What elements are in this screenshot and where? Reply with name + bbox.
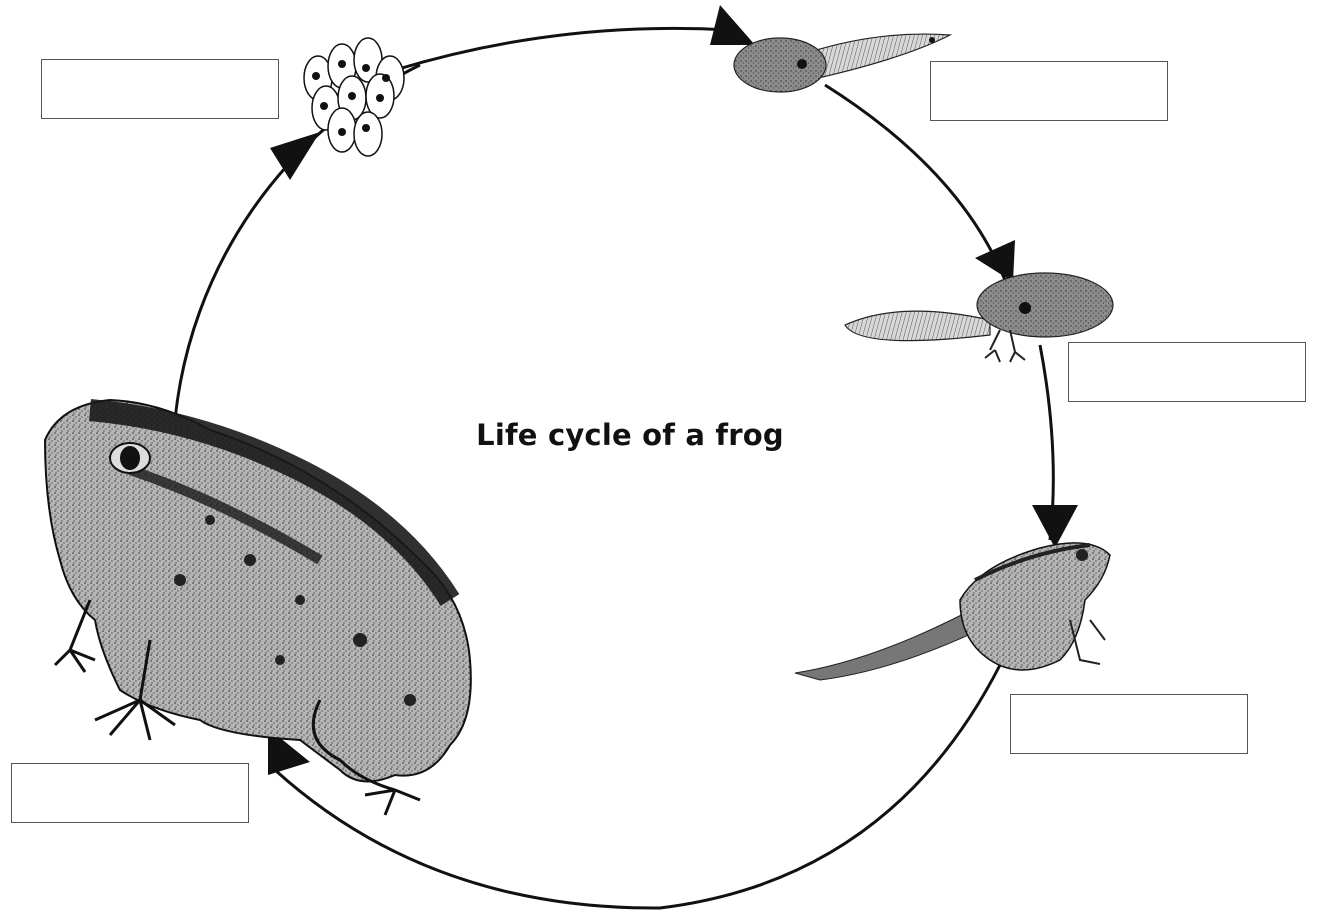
tadpole-illustration [734,34,950,92]
arrow-to-eggs [270,132,320,180]
label-box-froglet[interactable] [1010,694,1248,754]
arrow-to-tadpole-with-legs [975,240,1015,282]
arrow-to-froglet [1032,505,1078,548]
adult-frog-illustration [45,400,471,815]
diagram-title: Life cycle of a frog [380,418,880,452]
label-box-adult-frog[interactable] [11,763,249,823]
label-box-tadpole-with-legs[interactable] [1068,342,1306,402]
label-box-eggs[interactable] [41,59,279,119]
label-box-tadpole[interactable] [930,61,1168,121]
eggs-illustration [304,38,404,156]
arrow-to-tadpole [710,5,755,45]
froglet-illustration [795,543,1110,680]
